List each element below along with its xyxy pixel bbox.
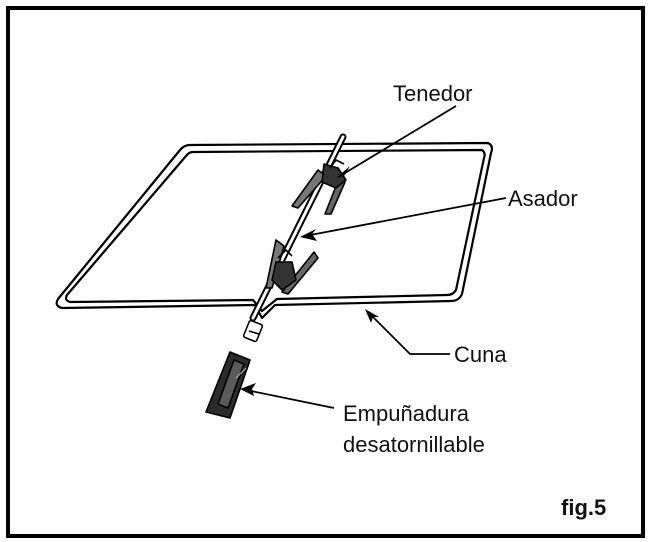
figure-frame <box>6 6 645 538</box>
spit-arrowhead <box>300 229 317 241</box>
cradle-leader-line <box>367 311 450 355</box>
lower-fork <box>265 239 319 295</box>
spit-rod <box>249 133 347 322</box>
cradle-arrowhead <box>365 309 379 323</box>
handle-label-line1: Empuñadura <box>343 401 470 426</box>
arrowheads <box>240 166 379 396</box>
spit-tip <box>242 319 264 343</box>
fork-label: Tenedor <box>393 81 473 106</box>
cradle-wire <box>55 141 494 320</box>
spit-label: Asador <box>508 186 578 211</box>
handle-arrowhead <box>240 383 256 396</box>
upper-fork <box>291 159 347 215</box>
figure-label: fig.5 <box>561 495 606 520</box>
cradle-label: Cuna <box>454 342 507 367</box>
fork-arrowhead <box>336 166 352 178</box>
fork-leader-line <box>339 105 457 177</box>
handle-label-line2: desatornillable <box>343 432 485 457</box>
detachable-handle <box>205 351 251 419</box>
leader-lines <box>245 105 507 409</box>
handle-leader-line <box>245 389 335 409</box>
spit-leader-line <box>304 197 507 237</box>
